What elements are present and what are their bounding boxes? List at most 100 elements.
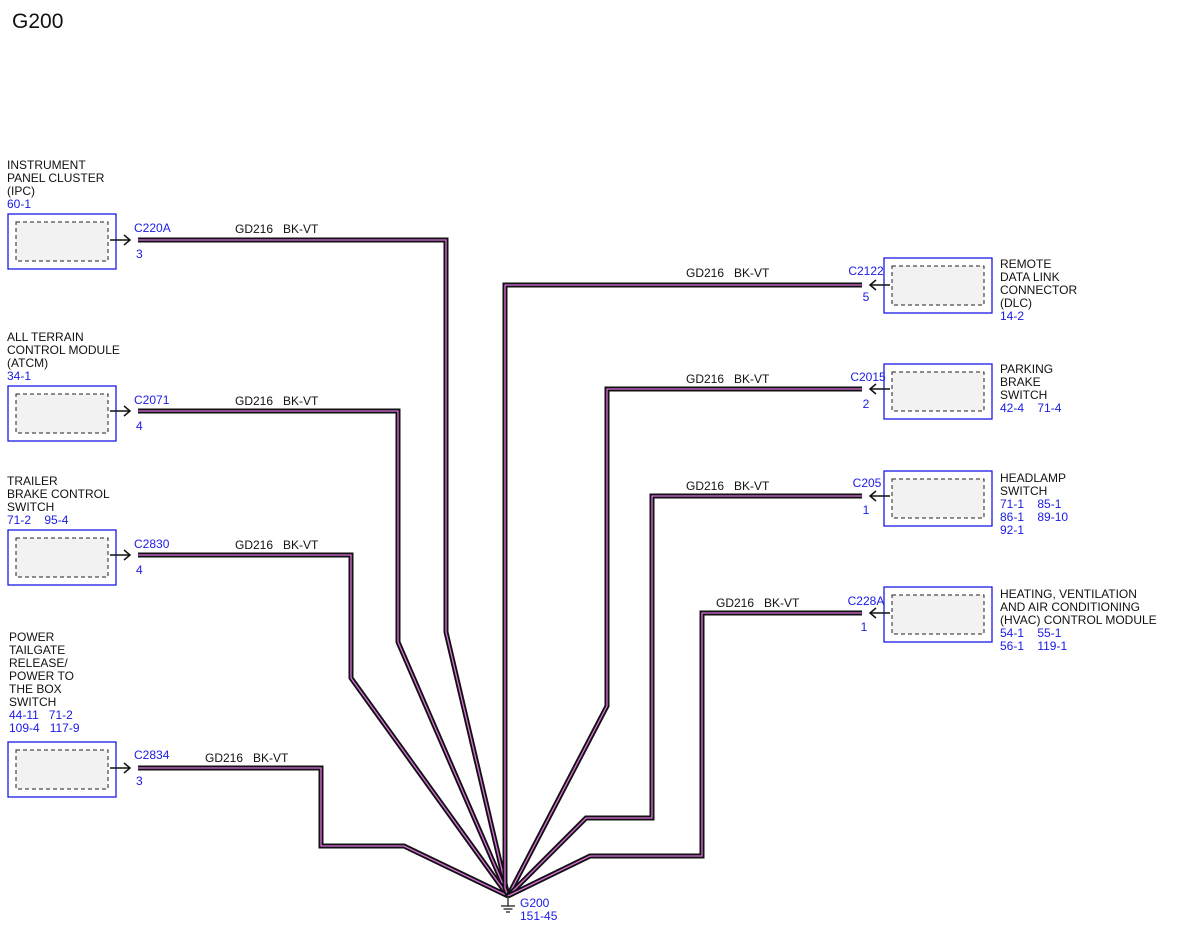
component-name: (DLC) — [1000, 296, 1032, 310]
wire-trailer-brake: GD216 BK-VT — [138, 538, 511, 898]
component-name: BRAKE — [1000, 375, 1041, 389]
component-name: RELEASE/ — [9, 656, 68, 670]
component-name: PANEL CLUSTER — [7, 171, 105, 185]
circuit-label: GD216 — [716, 596, 754, 610]
connector-id: C2122 — [848, 264, 884, 278]
connector-arrow-icon — [110, 549, 132, 561]
pin-number: 2 — [863, 397, 870, 411]
component-inner-box — [15, 749, 109, 790]
component-name: INSTRUMENT — [7, 158, 86, 172]
component-ref: 92-1 — [1000, 523, 1024, 537]
circuit-label: GD216 — [205, 751, 243, 765]
component-name: POWER TO — [9, 669, 74, 683]
connector-arrow-icon — [110, 762, 132, 774]
connector-arrow-icon — [110, 405, 132, 417]
ground-ref: 151-45 — [520, 909, 558, 923]
component-name: TAILGATE — [9, 643, 65, 657]
circuit-label: GD216 — [686, 266, 724, 280]
component-inner-box — [15, 393, 109, 434]
connector-arrow-icon — [868, 490, 890, 502]
wire-color-label: BK-VT — [283, 538, 319, 552]
component-name: SWITCH — [7, 500, 54, 514]
component-inner-box — [891, 594, 985, 635]
connector-arrow-icon — [868, 383, 890, 395]
component-name: AND AIR CONDITIONING — [1000, 600, 1140, 614]
component-name: PARKING — [1000, 362, 1053, 376]
component-inner-box — [15, 537, 109, 578]
component-ref: 71-1 85-1 — [1000, 497, 1062, 511]
component-name: DATA LINK — [1000, 270, 1060, 284]
component-ref: 60-1 — [7, 197, 31, 211]
component-inner-box — [891, 265, 985, 306]
component-inner-box — [15, 221, 109, 262]
component-ref: 34-1 — [7, 369, 31, 383]
pin-number: 1 — [863, 503, 870, 517]
component-name: CONNECTOR — [1000, 283, 1077, 297]
component-ref: 56-1 119-1 — [1000, 639, 1067, 653]
pin-number: 1 — [861, 620, 868, 634]
wire-power-tailgate: GD216 BK-VT — [138, 751, 510, 899]
component-name: ALL TERRAIN — [7, 330, 84, 344]
wire-color-label: BK-VT — [734, 372, 770, 386]
component-ref: 54-1 55-1 — [1000, 626, 1062, 640]
component-name: (HVAC) CONTROL MODULE — [1000, 613, 1157, 627]
connector-id: C2015 — [850, 370, 886, 384]
component-ref: 109-4 117-9 — [9, 721, 80, 735]
connector-arrow-icon — [868, 279, 890, 291]
component-name: REMOTE — [1000, 257, 1051, 271]
pin-number: 3 — [136, 774, 143, 788]
component-ref: 42-4 71-4 — [1000, 401, 1062, 415]
component-name: SWITCH — [1000, 388, 1047, 402]
wire-color-label: BK-VT — [253, 751, 289, 765]
pin-number: 5 — [863, 290, 870, 304]
wire-color-label: BK-VT — [764, 596, 800, 610]
component-ref: 71-2 95-4 — [7, 513, 69, 527]
wire-color-label: BK-VT — [734, 479, 770, 493]
pin-number: 4 — [136, 563, 143, 577]
ground-icon — [501, 896, 515, 913]
component-name: TRAILER — [7, 474, 58, 488]
component-name: SWITCH — [9, 695, 56, 709]
pin-number: 3 — [136, 247, 143, 261]
wire-color-label: BK-VT — [283, 222, 319, 236]
component-name: BRAKE CONTROL — [7, 487, 110, 501]
component-inner-box — [891, 478, 985, 519]
component-ref: 86-1 89-10 — [1000, 510, 1068, 524]
component-name: THE BOX — [9, 682, 62, 696]
circuit-label: GD216 — [235, 394, 273, 408]
component-name: POWER — [9, 630, 55, 644]
component-ref: 14-2 — [1000, 309, 1024, 323]
component-inner-box — [891, 371, 985, 412]
circuit-label: GD216 — [686, 479, 724, 493]
ground-id: G200 — [520, 896, 550, 910]
circuit-label: GD216 — [686, 372, 724, 386]
connector-id: C220A — [134, 221, 171, 235]
wire-hvac: GD216 BK-VT — [506, 596, 862, 899]
wire-color-label: BK-VT — [283, 394, 319, 408]
component-name: (ATCM) — [7, 356, 48, 370]
component-name: HEADLAMP — [1000, 471, 1066, 485]
connector-id: C2834 — [134, 748, 170, 762]
component-ref: 44-11 71-2 — [9, 708, 73, 722]
connector-id: C228A — [848, 594, 885, 608]
component-name: (IPC) — [7, 184, 35, 198]
pin-number: 4 — [136, 419, 143, 433]
page-title: G200 — [12, 10, 64, 33]
connector-id: C2071 — [134, 393, 170, 407]
